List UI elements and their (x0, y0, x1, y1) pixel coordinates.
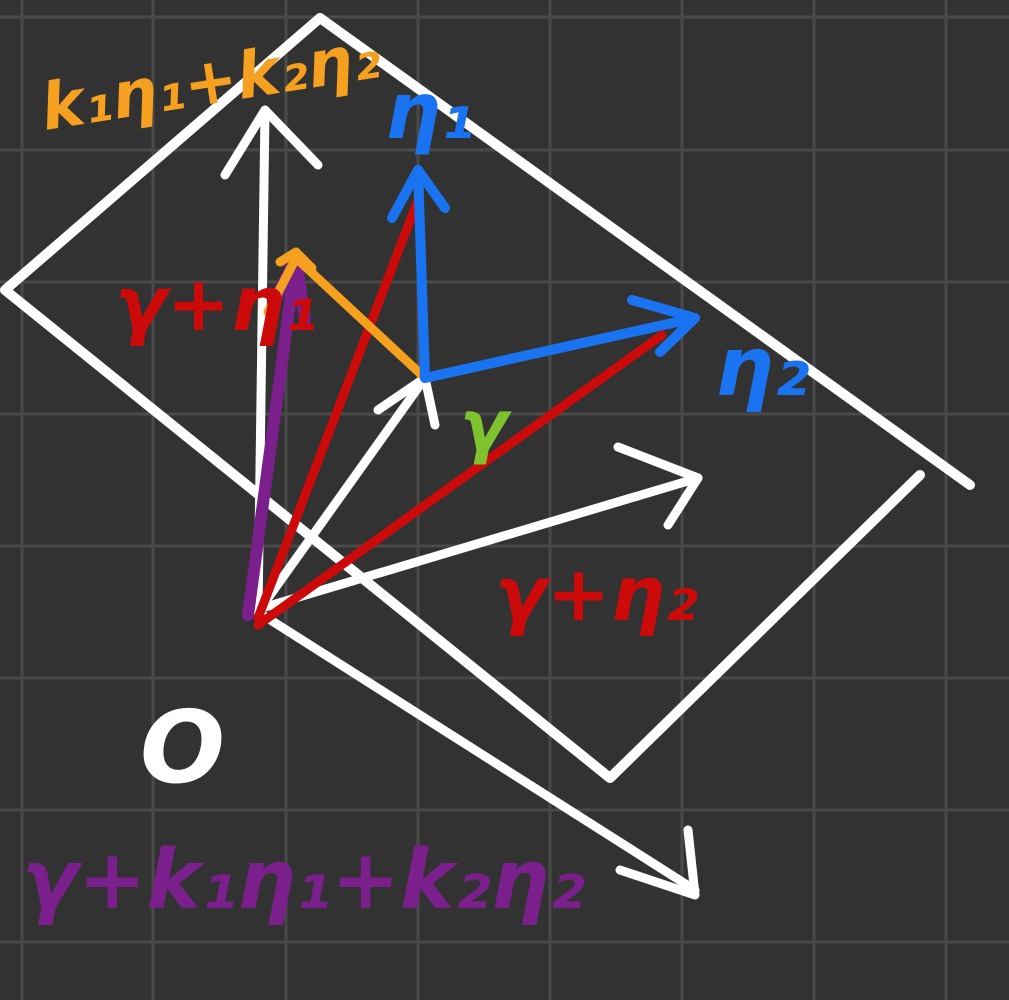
blue-vector-eta1 (387, 165, 450, 383)
label-gamma-plus-eta2: γ+η₂ (495, 549, 698, 638)
label-k1eta1-plus-k2eta2: k₁η₁+k₂η₂ (36, 19, 385, 146)
outer-plane-edge-left (0, 13, 925, 783)
label-eta1: η₁ (385, 67, 475, 157)
orange-vector-k1eta1-k2eta2 (263, 247, 430, 383)
white-axis-down-right (253, 607, 700, 900)
label-gamma-plus-eta1: γ+η₁ (115, 259, 318, 348)
label-origin: O (140, 689, 225, 806)
label-gamma: γ (460, 385, 512, 467)
label-eta2: η₂ (715, 320, 809, 415)
white-vector-right (257, 442, 703, 613)
blue-vector-eta2 (420, 295, 700, 383)
label-general-solution: γ+k₁η₁+k₂η₂ (22, 833, 585, 928)
red-vector-gamma-plus-eta1 (253, 195, 423, 623)
red-vector-gamma-plus-eta2 (253, 330, 667, 630)
outer-plane-parallelogram (315, 13, 975, 490)
